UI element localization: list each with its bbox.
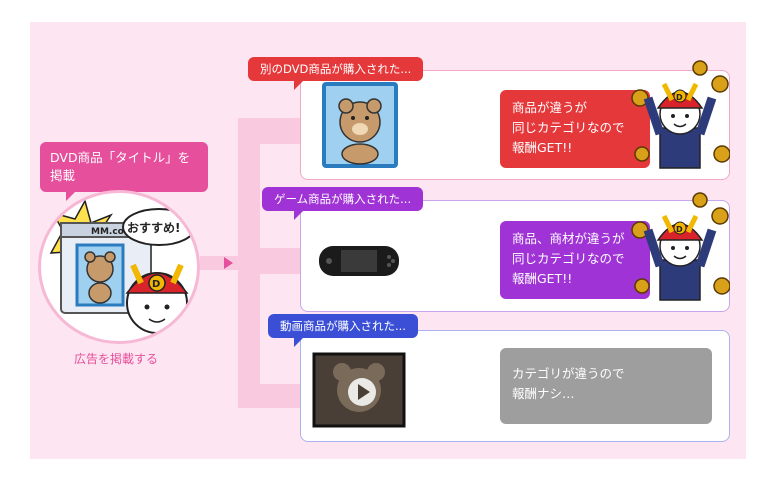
svg-text:D: D [152, 279, 160, 290]
video-play-icon [312, 352, 406, 428]
row-tag-3-text: 動画商品が購入された... [280, 319, 406, 333]
publisher-illustration: MM.co おすすめ! D [38, 190, 200, 344]
row-result-2-line-1: 商品、商材が違うが [512, 231, 625, 246]
row-tag-1-text: 別のDVD商品が購入された... [260, 62, 412, 76]
row-result-1-line-3: 報酬GET!! [512, 140, 573, 155]
row-result-2-line-2: 同じカテゴリなので [512, 251, 625, 266]
svg-text:D: D [676, 93, 683, 102]
svg-text:MM.co: MM.co [91, 227, 124, 237]
row-result-3-line-2: 報酬ナシ… [512, 386, 575, 401]
row-tag-1: 別のDVD商品が購入された... [248, 57, 424, 90]
mascot-celebrating-1: D [630, 58, 731, 170]
publisher-scene-icon: MM.co おすすめ! D [49, 199, 196, 334]
publisher-label: DVD商品「タイトル」を掲載 [40, 142, 208, 201]
mascot-celebrating-icon: D [631, 60, 731, 169]
svg-text:D: D [676, 225, 683, 234]
row-result-2-line-3: 報酬GET!! [512, 271, 573, 286]
row-tag-2: ゲーム商品が購入された... [262, 187, 424, 220]
row-result-3: カテゴリが違うので 報酬ナシ… [500, 348, 712, 424]
row-result-1-line-2: 同じカテゴリなので [512, 120, 625, 135]
row-result-1: 商品が違うが 同じカテゴリなので 報酬GET!! [500, 90, 650, 168]
video-thumb [312, 352, 406, 428]
mascot-celebrating-2: D [630, 190, 731, 302]
row-result-2: 商品、商材が違うが 同じカテゴリなので 報酬GET!! [500, 221, 650, 299]
arrow-main [224, 257, 233, 269]
row-result-3-line-1: カテゴリが違うので [512, 366, 625, 381]
dvd-cover-thumb [322, 82, 398, 168]
dvd-cover-icon [322, 82, 398, 168]
game-console-icon [319, 246, 399, 276]
game-console-thumb [315, 220, 403, 300]
publisher-label-text: DVD商品「タイトル」を掲載 [50, 150, 191, 183]
publisher-label-tail [66, 192, 75, 201]
row-result-1-line-1: 商品が違うが [512, 100, 588, 115]
row-tag-3-tail [294, 338, 303, 347]
svg-text:おすすめ!: おすすめ! [127, 221, 180, 235]
publisher-caption: 広告を掲載する [73, 352, 158, 366]
row-tag-2-text: ゲーム商品が購入された... [274, 192, 412, 206]
row-tag-1-tail [294, 81, 303, 90]
row-tag-2-tail [294, 211, 303, 220]
row-tag-3: 動画商品が購入された... [268, 314, 418, 347]
connector-vertical [238, 118, 260, 408]
mascot-celebrating-icon: D [631, 192, 731, 301]
